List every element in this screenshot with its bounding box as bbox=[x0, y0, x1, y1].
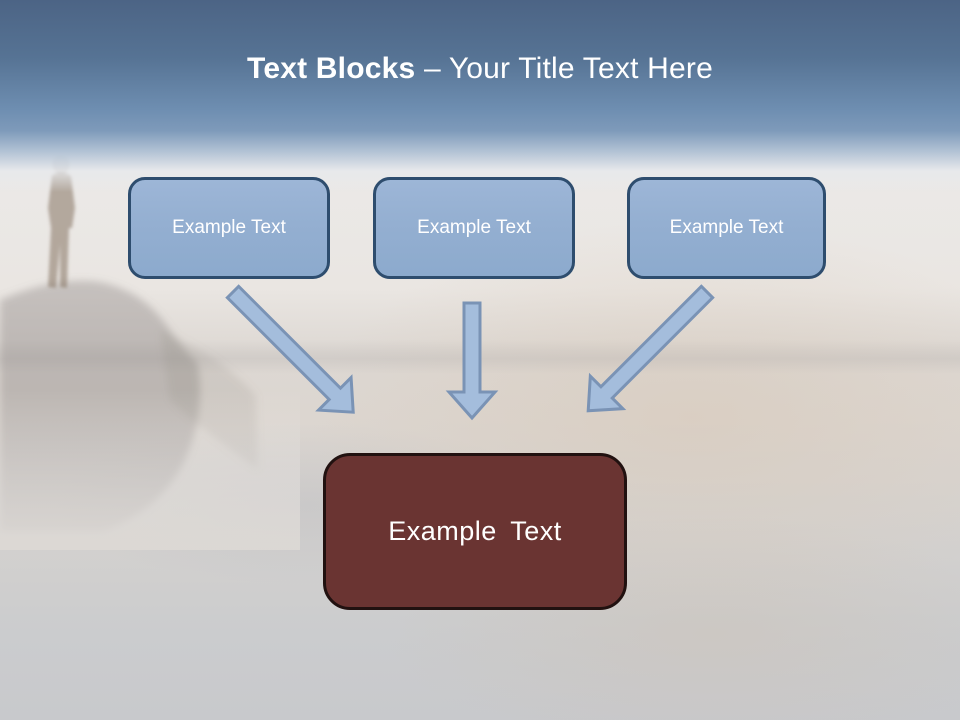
text-block-1: Example Text bbox=[128, 177, 330, 279]
slide-title: Text Blocks – Your Title Text Here bbox=[0, 52, 960, 86]
text-block-3-label: Example Text bbox=[669, 217, 784, 238]
background-horizon-band bbox=[0, 340, 960, 374]
text-block-1-label: Example Text bbox=[172, 217, 286, 238]
text-block-2-label: Example Text bbox=[417, 217, 531, 238]
result-block-label: Example Text bbox=[388, 516, 562, 546]
title-regular-text: Your Title Text Here bbox=[448, 52, 713, 85]
title-separator: – bbox=[423, 52, 441, 85]
header-gradient bbox=[0, 0, 960, 192]
title-bold-text: Text Blocks bbox=[247, 52, 416, 85]
text-block-3: Example Text bbox=[627, 177, 826, 279]
text-block-2: Example Text bbox=[373, 177, 575, 279]
result-block: Example Text bbox=[323, 453, 627, 610]
